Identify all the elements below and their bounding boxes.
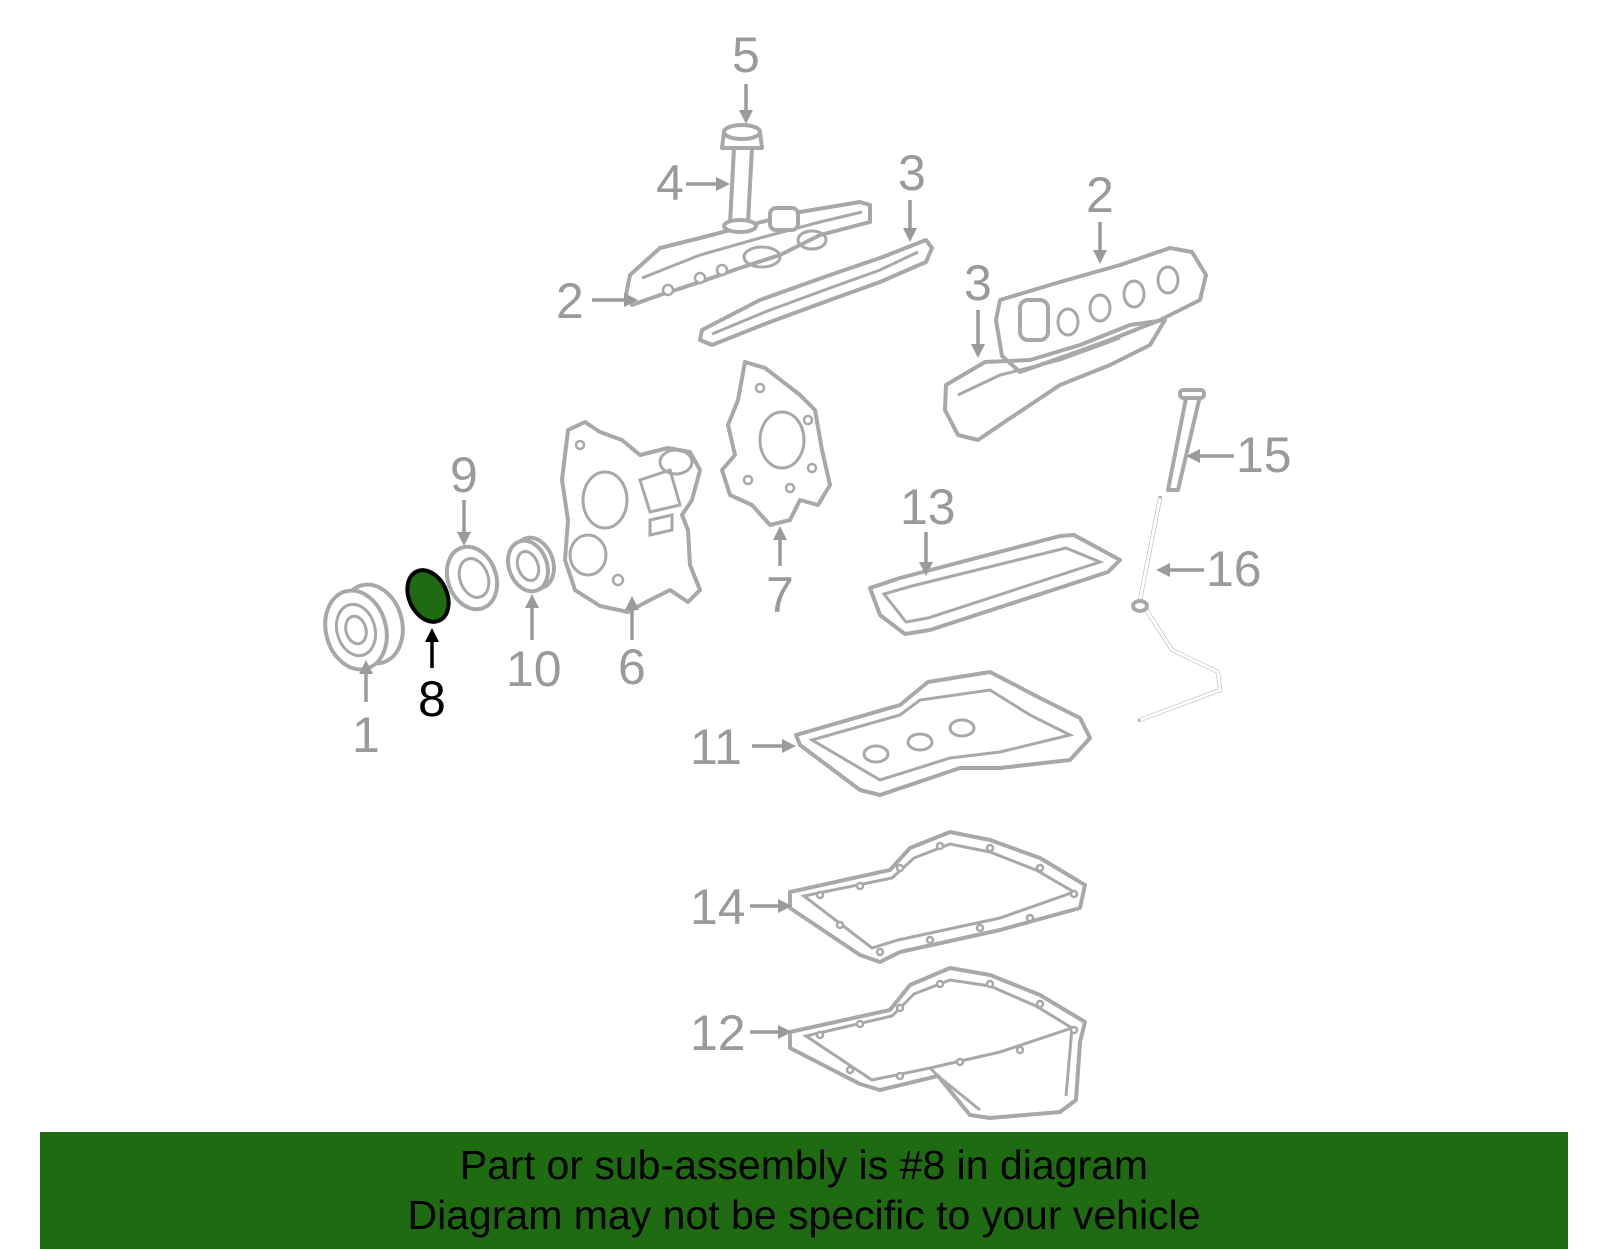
part-13-gasket[interactable] <box>868 533 1122 636</box>
part-16-dipstick-tube[interactable] <box>1131 496 1222 722</box>
part-4-filler-tube[interactable] <box>722 146 758 234</box>
part-5-filler-cap[interactable] <box>720 123 764 150</box>
part-6-front-cover[interactable] <box>560 420 702 614</box>
label-2-left: 2 <box>556 273 584 329</box>
label-10: 10 <box>506 641 562 697</box>
part-9-seal[interactable] <box>439 540 506 617</box>
engine-parts-diagram: 5 4 3 2 2 3 15 16 9 13 7 6 10 8 1 11 14 … <box>317 27 1292 1120</box>
label-13: 13 <box>900 479 956 535</box>
part-15-dipstick[interactable] <box>1166 388 1206 492</box>
part-14-pan-gasket[interactable] <box>788 830 1087 964</box>
caption-line-1: Part or sub-assembly is #8 in diagram <box>459 1142 1149 1188</box>
label-8-highlighted: 8 <box>418 671 446 727</box>
label-3-left: 3 <box>898 145 926 201</box>
label-5: 5 <box>732 27 760 83</box>
label-12: 12 <box>690 1005 746 1061</box>
callout-labels: 5 4 3 2 2 3 15 16 9 13 7 6 10 8 1 11 14 … <box>352 27 1292 1061</box>
part-1-pulley[interactable] <box>317 578 412 677</box>
label-6: 6 <box>618 639 646 695</box>
part-2-valve-cover-left[interactable] <box>624 200 872 307</box>
part-7-cover-gasket[interactable] <box>720 360 832 527</box>
caption-banner: Part or sub-assembly is #8 in diagram Di… <box>40 1132 1568 1249</box>
label-7: 7 <box>766 567 794 623</box>
part-3-gasket-left[interactable] <box>698 238 934 347</box>
part-11-baffle[interactable] <box>794 670 1092 797</box>
part-10-bushing[interactable] <box>501 532 560 597</box>
part-2-valve-cover-right[interactable] <box>994 246 1208 374</box>
label-1: 1 <box>352 707 380 763</box>
label-3-right: 3 <box>964 255 992 311</box>
callout-arrows <box>359 84 1234 1039</box>
label-15: 15 <box>1236 427 1292 483</box>
label-16: 16 <box>1206 541 1262 597</box>
label-9: 9 <box>450 447 478 503</box>
label-11: 11 <box>690 719 742 775</box>
caption-line-2: Diagram may not be specific to your vehi… <box>407 1192 1201 1238</box>
label-4: 4 <box>656 155 684 211</box>
label-2-right: 2 <box>1086 167 1114 223</box>
part-12-oil-pan[interactable] <box>788 966 1087 1120</box>
part-3-gasket-right[interactable] <box>943 318 1167 442</box>
part-8-seal-highlighted[interactable] <box>399 563 456 628</box>
label-14: 14 <box>690 879 746 935</box>
